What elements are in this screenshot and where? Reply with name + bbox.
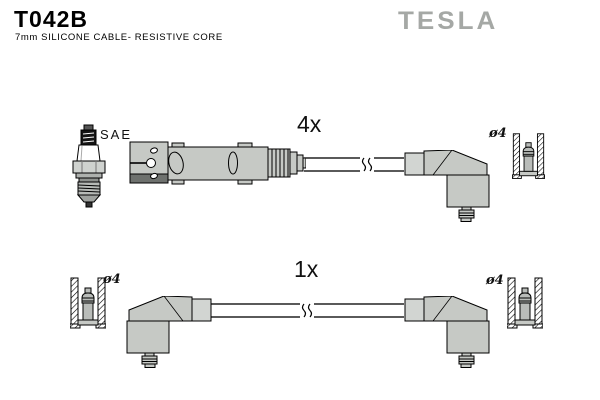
quantity-label-1x: 1x [294, 256, 319, 282]
straight-connector-drawing [129, 141, 306, 185]
break-mark [307, 303, 313, 318]
cable-line-bottom [210, 302, 404, 320]
terminal-cross-section-icon [507, 277, 543, 329]
quantity-label-4x: 4x [297, 111, 322, 137]
cable-line-top [304, 156, 404, 174]
diameter-label-bottom-left: ø4 [103, 272, 121, 287]
terminal-cross-section-icon [512, 133, 545, 179]
break-mark [301, 303, 307, 318]
angled-boot-drawing [404, 150, 490, 222]
angled-boot-drawing [404, 296, 490, 368]
cable-break-gap [360, 156, 374, 174]
sae-terminal-label: SAE [100, 127, 133, 142]
spark-plug-icon [72, 124, 106, 208]
angled-boot-drawing [126, 296, 212, 368]
break-mark [361, 157, 367, 172]
terminal-cross-section-icon [70, 277, 106, 329]
diameter-label-bottom-right: ø4 [486, 273, 504, 288]
tesla-brand-logo: TESLA [398, 6, 499, 35]
cable-break-gap [300, 302, 314, 320]
break-mark [367, 157, 373, 172]
diameter-label-top: ø4 [489, 126, 507, 141]
part-number: T042B [14, 6, 89, 32]
cable-spec-subtitle: 7mm SILICONE CABLE- RESISTIVE CORE [15, 32, 223, 43]
